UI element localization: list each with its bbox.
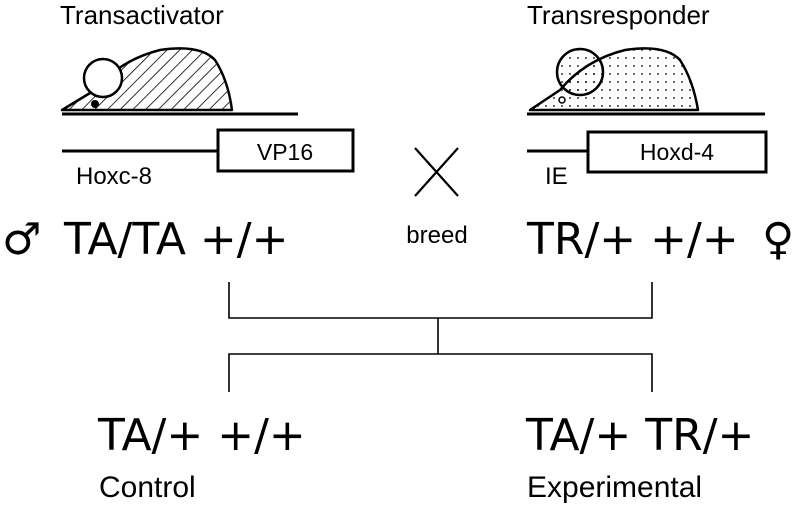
control-label: Control <box>99 471 196 504</box>
experimental-genotype: TA/+ TR/+ <box>525 410 754 461</box>
transactivator-genotype: TA/TA +/+ <box>63 214 289 265</box>
breed-label: breed <box>406 222 467 249</box>
male-symbol: ♂ <box>2 214 41 265</box>
hoxc8-label: Hoxc-8 <box>76 163 152 190</box>
control-genotype: TA/+ +/+ <box>97 410 306 461</box>
pedigree-lines <box>228 282 653 392</box>
transresponder-mouse-icon <box>527 47 765 116</box>
vp16-box <box>216 128 355 173</box>
transactivator-construct: VP16 Hoxc-8 <box>62 128 355 190</box>
transactivator-title: Transactivator <box>60 0 224 30</box>
hoxd4-label: Hoxd-4 <box>640 139 714 165</box>
experimental-label: Experimental <box>527 471 702 504</box>
transactivator-mouse-icon <box>60 47 298 116</box>
transresponder-construct: Hoxd-4 IE <box>527 130 768 190</box>
transresponder-genotype: TR/+ +/+ <box>526 214 739 265</box>
ie-label: IE <box>545 163 568 190</box>
vp16-label: VP16 <box>257 139 313 165</box>
hoxd4-box <box>586 130 768 174</box>
cross-icon <box>414 147 459 197</box>
female-symbol: ♀ <box>762 214 794 265</box>
transresponder-title: Transresponder <box>527 0 710 30</box>
